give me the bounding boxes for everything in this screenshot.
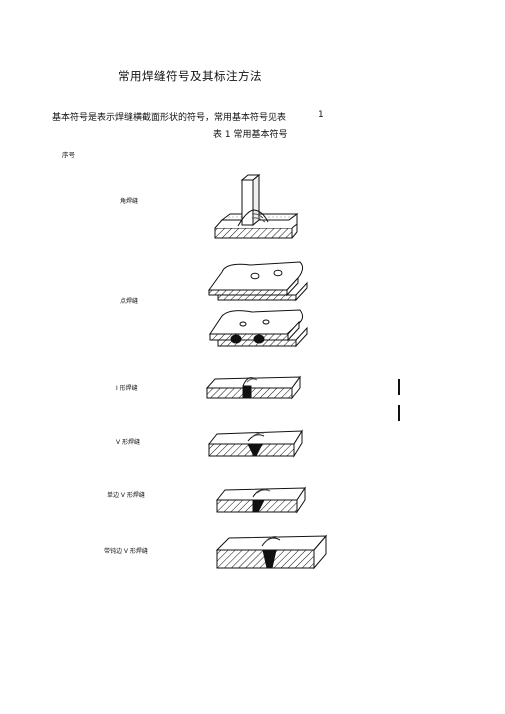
table-caption: 表 1 常用基本符号 [213,130,288,140]
page-title: 常用焊缝符号及其标注方法 [118,69,262,83]
weld-name-v-groove: V 形焊缝 [116,439,141,446]
column-header-number: 序号 [62,151,75,159]
weld-name-i-groove: I 形焊缝 [116,385,138,392]
spot-weld-figure-bottom [209,309,308,348]
weld-name-bevel-groove: 单边 V 形焊缝 [107,492,145,499]
fillet-weld-figure [214,173,299,239]
i-weld-symbol-mark-lower [398,405,400,421]
v-groove-root-face-weld-figure [215,534,328,570]
v-groove-weld-figure [207,429,303,458]
intro-table-number: 1 [318,110,324,120]
weld-name-v-groove-root-face: 带钝边 V 形焊缝 [104,548,148,555]
bevel-groove-weld-figure [215,486,306,514]
intro-text: 基本符号是表示焊缝横截面形状的符号，常用基本符号见表 [52,113,287,123]
i-weld-symbol-mark-upper [398,379,400,395]
spot-weld-figure-top [208,261,308,302]
i-groove-weld-figure [205,375,301,400]
weld-name-fillet: 角焊缝 [120,198,139,205]
weld-name-spot: 点焊缝 [120,298,139,305]
